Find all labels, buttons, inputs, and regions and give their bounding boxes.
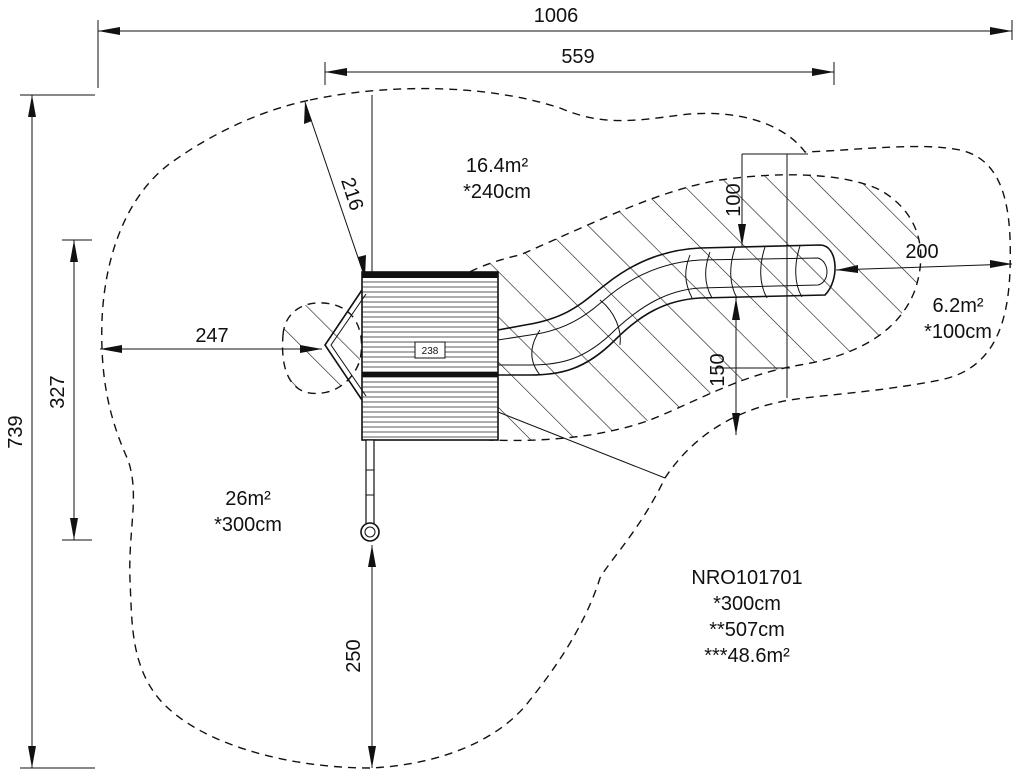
- safety-zone-outline: [101, 87, 1011, 769]
- area-top-size: 16.4m²: [466, 155, 529, 177]
- dimension-slide-top: 100: [723, 154, 746, 246]
- product-fall-height: *300cm: [713, 593, 781, 615]
- ladder-hatch-zone: [282, 302, 362, 394]
- dimension-bottom-offset: 250: [343, 545, 376, 768]
- area-right-height: *100cm: [924, 321, 992, 343]
- component-tag-label: 238: [422, 346, 439, 357]
- component-tag-box: [414, 341, 446, 359]
- product-code: NRO101701: [691, 567, 802, 589]
- slide-leader-line: [497, 411, 666, 479]
- dimension-left-offset: 247: [100, 325, 322, 353]
- ladder: [324, 289, 363, 401]
- dimension-platform-width: 559: [325, 46, 834, 76]
- dimension-slide-bottom: 150: [707, 298, 740, 435]
- slide-hatch-outline: [404, 174, 922, 442]
- product-total-height: **507cm: [709, 619, 785, 641]
- dimension-radius-top: 216: [304, 101, 367, 279]
- dimension-overall-width: 1006: [98, 5, 1012, 35]
- area-top-height: *240cm: [463, 181, 531, 203]
- ladder-hatch-outline: [281, 302, 363, 395]
- dimension-overall-height: 739: [5, 95, 36, 768]
- svg-text:559: 559: [561, 46, 594, 68]
- svg-text:1006: 1006: [534, 5, 579, 27]
- svg-text:250: 250: [343, 639, 365, 672]
- svg-text:200: 200: [905, 241, 938, 263]
- svg-text:327: 327: [47, 375, 69, 408]
- svg-text:150: 150: [707, 353, 729, 386]
- platform-deck: 238: [361, 271, 499, 441]
- product-total-area: ***48.6m²: [704, 645, 790, 667]
- svg-text:247: 247: [195, 325, 228, 347]
- area-right-size: 6.2m²: [932, 295, 983, 317]
- area-left-height: *300cm: [214, 514, 282, 536]
- slide-tube: [497, 244, 836, 376]
- svg-text:100: 100: [723, 183, 745, 216]
- dimension-left-height: 327: [47, 240, 78, 540]
- swing-pole: [360, 439, 380, 542]
- svg-text:739: 739: [5, 415, 27, 448]
- area-left-size: 26m²: [225, 488, 271, 510]
- dimension-slide-end: 200: [835, 241, 1013, 273]
